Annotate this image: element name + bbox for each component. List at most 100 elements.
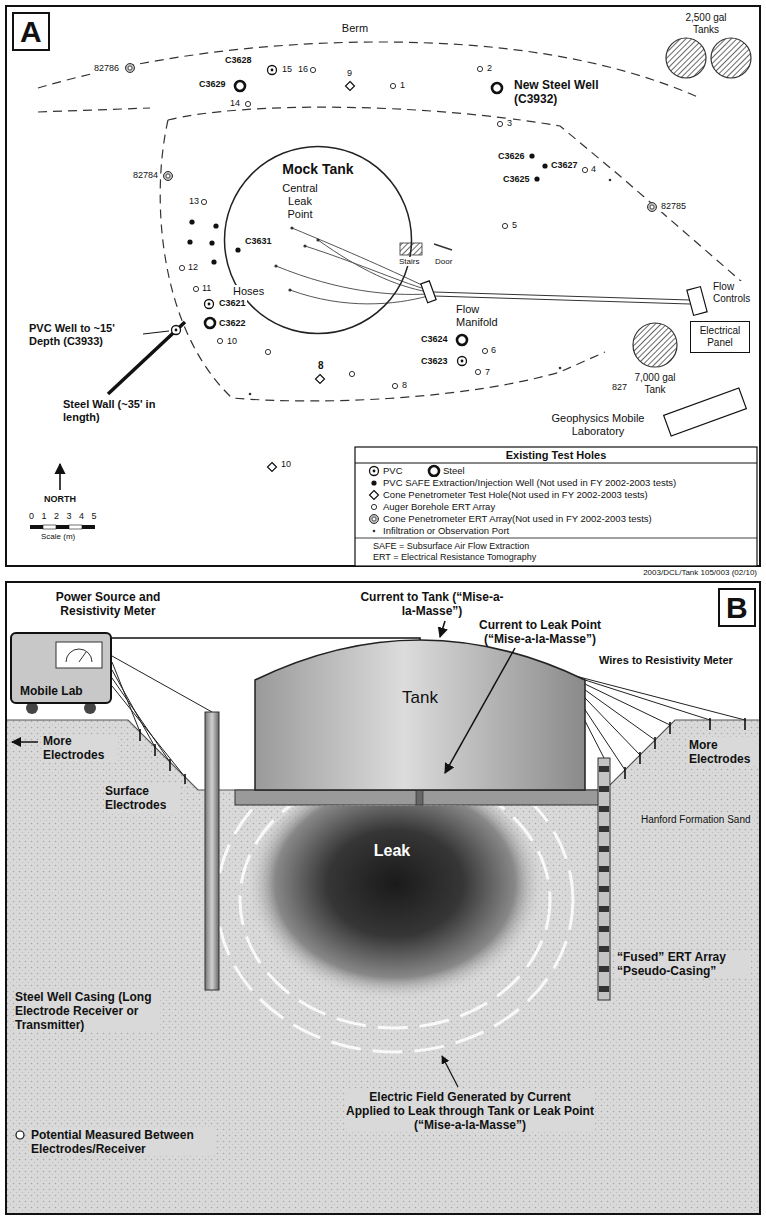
legend-box — [355, 447, 757, 566]
drawing-part — [310, 67, 315, 72]
label: PVC Well to ~15' Depth (C3933) — [28, 322, 140, 348]
label: 3 — [506, 118, 513, 129]
label: 15 — [281, 64, 293, 75]
drawing-part — [303, 244, 306, 247]
drawing-part — [648, 203, 657, 212]
drawing-part — [164, 172, 173, 181]
drawing-part — [390, 83, 395, 88]
label: Wires to Resistivity Meter — [598, 654, 734, 667]
drawing-part — [599, 826, 609, 832]
drawing-part — [112, 686, 185, 777]
label: Electric Field Generated by Current Appl… — [345, 1090, 595, 1132]
callout-arrow — [442, 1056, 458, 1087]
hoses — [276, 228, 428, 304]
drawing-part — [477, 66, 482, 71]
drawing-part — [599, 786, 609, 792]
label: SAFE = Subsurface Air Flow Extraction — [372, 541, 530, 552]
label: 14 — [229, 98, 241, 109]
label: C3627 — [550, 160, 579, 171]
label: C3622 — [218, 318, 247, 329]
drawing-part — [598, 758, 610, 1000]
drawing-part — [217, 806, 573, 1052]
drawing-part — [711, 38, 751, 78]
drawing-part — [288, 288, 291, 291]
label: More Electrodes — [688, 738, 758, 766]
drawing-part — [599, 766, 609, 992]
drawing-part — [370, 491, 379, 500]
callout-arrow — [440, 621, 445, 637]
drawing-part — [457, 335, 467, 345]
drawing-part — [187, 239, 192, 244]
label: 2,500 gal Tanks — [676, 12, 736, 36]
panel-a — [6, 6, 760, 566]
label: 1 — [399, 80, 406, 91]
drawing-part — [201, 199, 206, 204]
label: 2 — [486, 63, 493, 74]
drawing-part — [56, 525, 69, 529]
leak-plume — [245, 806, 545, 1013]
drawing-part — [559, 367, 562, 370]
label: Hanford Formation Sand — [640, 814, 752, 826]
drawing-part — [209, 240, 214, 245]
tank: Tank — [255, 640, 585, 790]
drawing-part — [160, 120, 605, 401]
label: 0 1 2 3 4 5 — [28, 511, 98, 522]
drawing-part — [213, 223, 218, 228]
label: 11 — [201, 283, 212, 294]
drawing-part — [599, 986, 609, 992]
drawing-part — [235, 247, 240, 252]
drawing-part — [30, 525, 43, 529]
legend-text: Infiltration or Observation Port — [382, 525, 510, 536]
electric-field — [217, 806, 573, 1052]
tank-shape — [255, 640, 585, 790]
label: 10 — [226, 336, 238, 347]
label: 8 — [401, 380, 408, 391]
mobile-lab: Mobile Lab — [10, 632, 112, 704]
legend-text: PVC — [382, 465, 404, 476]
drawing-part — [240, 806, 550, 1028]
label: Leak — [373, 842, 411, 861]
drawing-part — [371, 480, 376, 485]
label: 82786 — [93, 63, 120, 74]
drawing-part — [370, 515, 379, 524]
label: Flow Controls — [712, 281, 758, 305]
drawing-part — [276, 266, 428, 294]
storage-tanks — [633, 38, 751, 367]
drawing-part — [534, 176, 539, 181]
drawing-part — [429, 466, 439, 476]
drawing-part — [10, 632, 112, 704]
drawing-part — [268, 463, 277, 472]
drawing-part — [265, 349, 270, 354]
drawing-part — [355, 447, 757, 566]
drawing-part — [346, 82, 355, 91]
mobile-lab — [10, 632, 112, 714]
label: Stairs — [398, 257, 420, 266]
label: C3626 — [497, 151, 526, 162]
drawing-part — [370, 467, 379, 476]
node-text: Mock Tank — [223, 161, 413, 178]
drawing-part — [179, 265, 184, 270]
drawing-part — [666, 38, 706, 78]
steel-well-casing — [205, 712, 219, 990]
drawing-part — [290, 290, 428, 304]
drawing-part — [316, 375, 325, 384]
drawing-part — [609, 179, 612, 182]
drawing-part — [6, 6, 760, 566]
drawing-part — [168, 107, 742, 282]
legend-text: Cone Penetrometer Test Hole(Not used in … — [382, 489, 649, 500]
node-text: Electrical Panel — [694, 325, 746, 349]
drawing-part — [43, 525, 56, 529]
label: 10 — [280, 459, 292, 470]
label: 13 — [188, 196, 200, 207]
drawing-part — [355, 463, 757, 464]
drawing-part — [66, 649, 92, 662]
drawing-part — [599, 966, 609, 972]
drawing-part — [69, 525, 82, 529]
label: “Fused” ERT Array “Pseudo-Casing” — [616, 950, 751, 978]
drawing-part — [475, 369, 480, 374]
berm-line — [38, 42, 742, 401]
drawing-part — [126, 64, 135, 73]
legend-text: PVC SAFE Extraction/Injection Well (Not … — [382, 477, 677, 488]
drawing-part — [529, 153, 534, 158]
drawing-part — [654, 737, 656, 749]
